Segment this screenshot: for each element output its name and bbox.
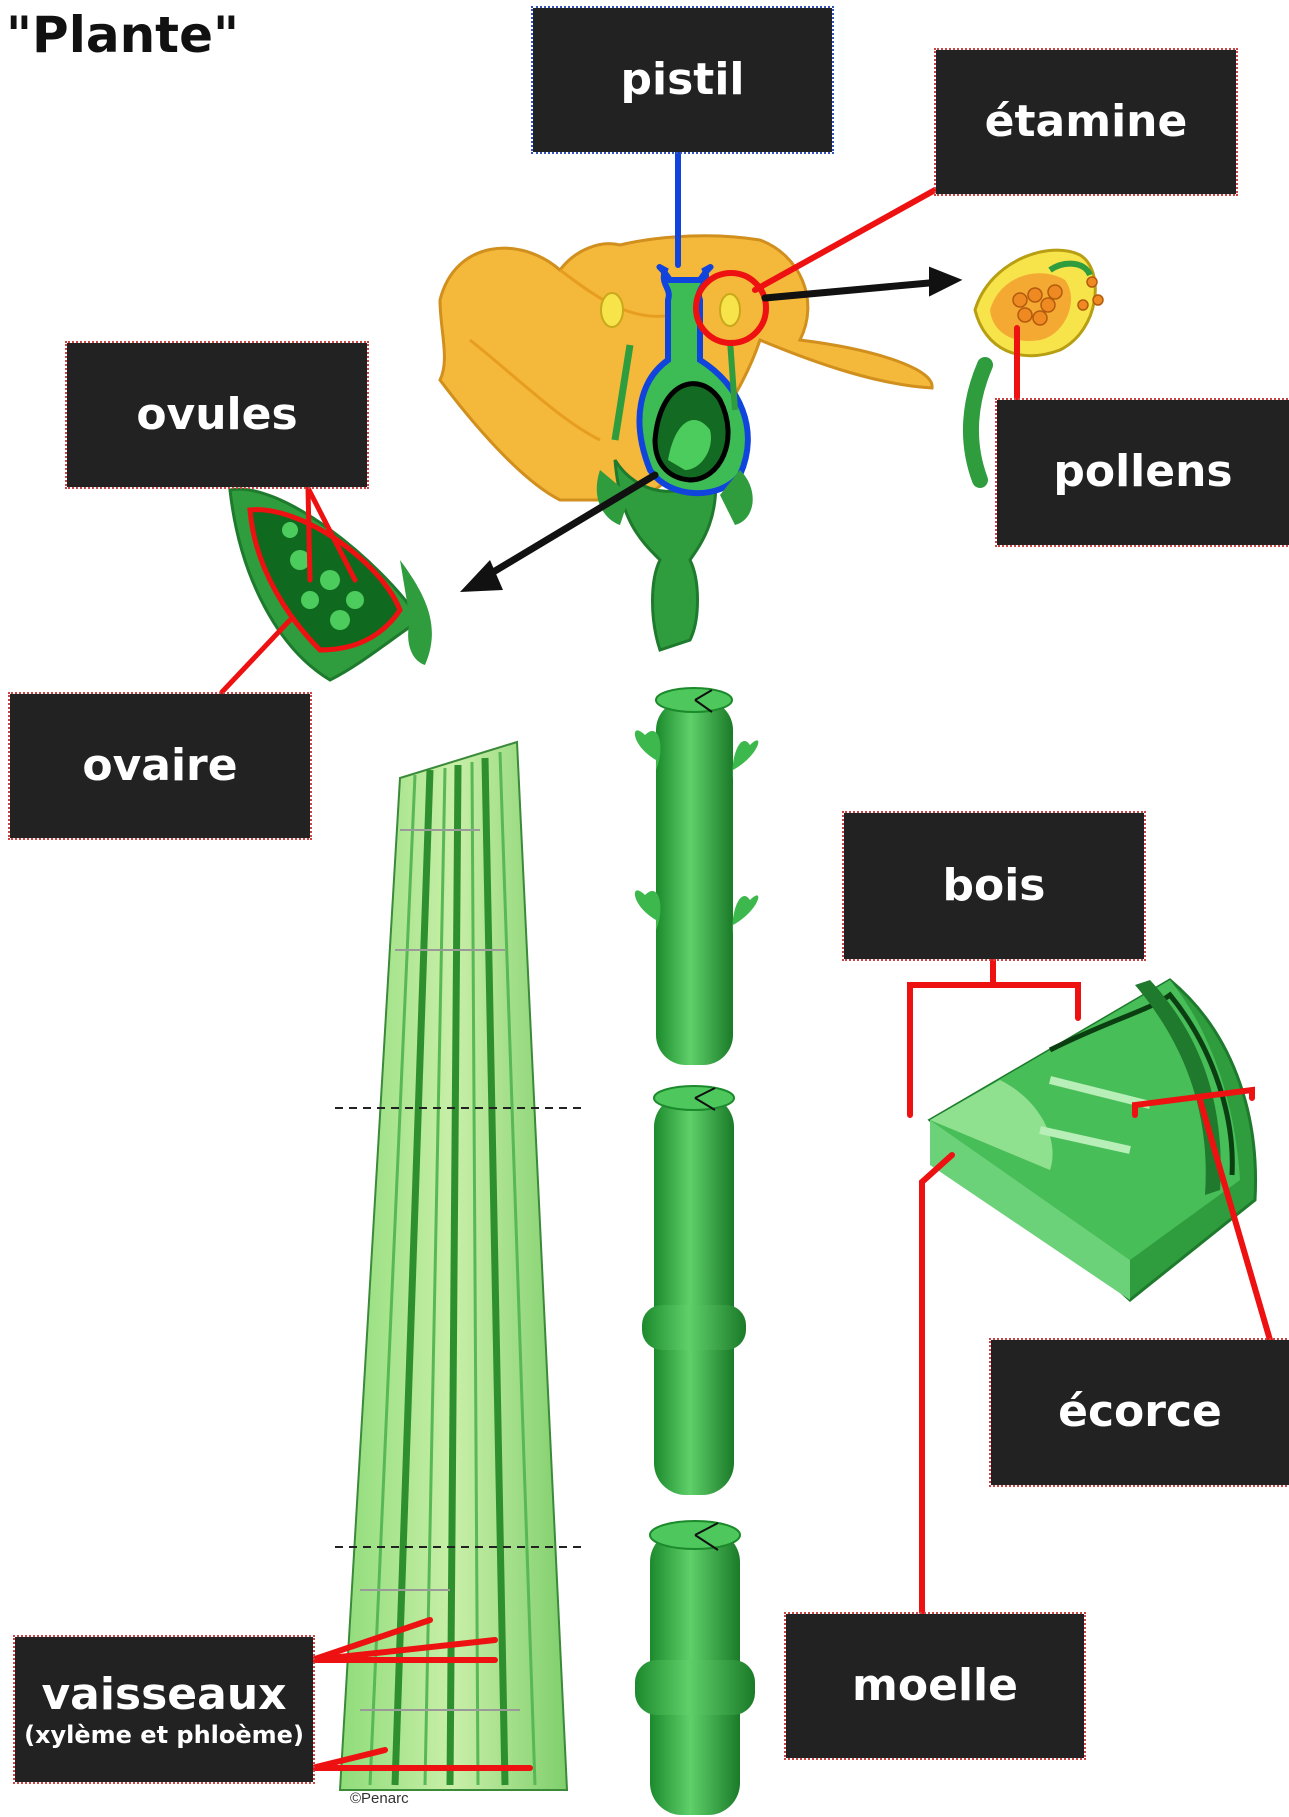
label-ovaire-text: ovaire xyxy=(82,742,237,790)
label-bois: bois xyxy=(844,813,1144,959)
label-vaisseaux-text: vaisseaux xyxy=(41,1671,286,1719)
label-moelle: moelle xyxy=(786,1614,1084,1758)
label-vaisseaux-subtext: (xylème et phloème) xyxy=(24,1722,304,1748)
label-ovules: ovules xyxy=(67,343,367,487)
stem-cross-section-drawing xyxy=(930,980,1256,1300)
label-bois-text: bois xyxy=(943,862,1046,910)
label-etamine-text: étamine xyxy=(985,98,1188,146)
label-pollens: pollens xyxy=(997,400,1289,545)
vessels-column-drawing xyxy=(335,742,585,1790)
label-pistil: pistil xyxy=(533,8,832,152)
flower-drawing xyxy=(440,236,932,650)
label-ecorce-text: écorce xyxy=(1058,1388,1222,1436)
image-credit: ©Penarc xyxy=(350,1790,409,1807)
label-etamine: étamine xyxy=(936,50,1236,194)
stem-segments-drawing xyxy=(635,688,758,1815)
label-pollens-text: pollens xyxy=(1053,448,1232,496)
label-ecorce: écorce xyxy=(991,1340,1289,1485)
label-moelle-text: moelle xyxy=(852,1662,1018,1710)
label-vaisseaux: vaisseaux (xylème et phloème) xyxy=(15,1637,313,1782)
label-pistil-text: pistil xyxy=(621,56,745,104)
label-ovaire: ovaire xyxy=(10,694,310,838)
label-ovules-text: ovules xyxy=(136,391,297,439)
